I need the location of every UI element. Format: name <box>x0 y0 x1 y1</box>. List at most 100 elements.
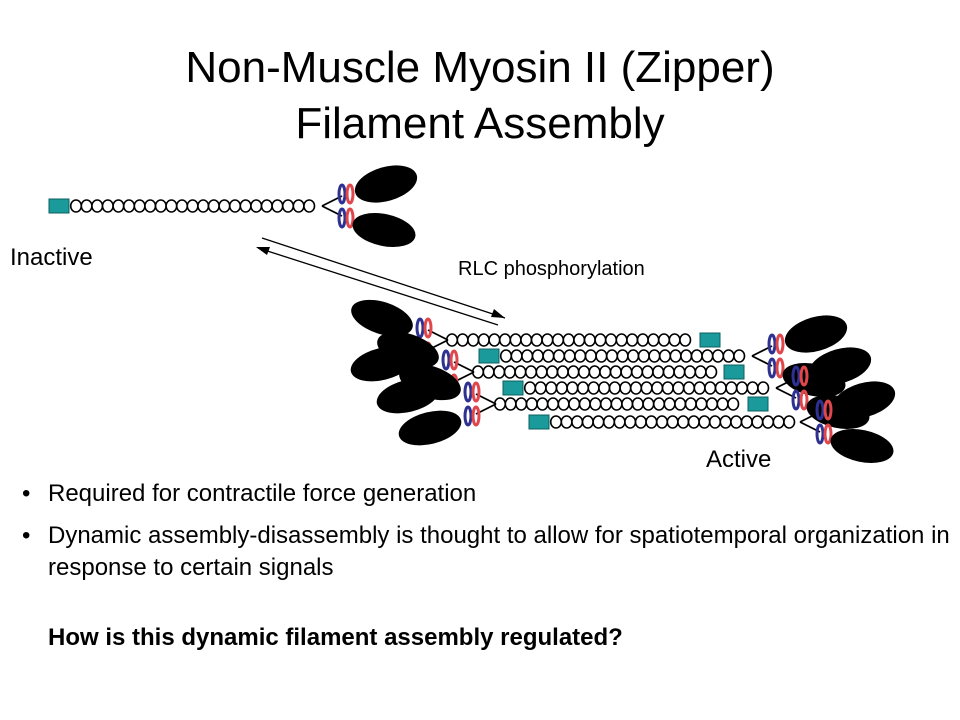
tail-coil-segment <box>673 365 686 379</box>
essential-light-chain <box>441 349 451 371</box>
myosin-head <box>352 212 416 248</box>
label-rlc-phosphorylation: RLC phosphorylation <box>458 258 645 280</box>
myosin-head <box>398 410 462 446</box>
tail-coil-segment <box>626 333 639 347</box>
tail-coil-segment <box>525 397 538 411</box>
tail-coil-segment <box>536 397 549 411</box>
tail-coil-segment <box>652 397 666 411</box>
tail-coil-segment <box>605 349 619 363</box>
tail-coil-segment <box>589 397 602 411</box>
tail-coil-segment <box>598 381 611 395</box>
coiled-coil-tail <box>499 349 746 363</box>
tail-coil-segment <box>627 349 640 363</box>
tail-coil-segment <box>705 365 718 379</box>
tail-coil-segment <box>281 199 295 213</box>
tail-coil-segment <box>733 349 746 363</box>
bullet-marker: • <box>22 522 31 549</box>
tail-coil-segment <box>250 199 263 213</box>
tail-coil-segment <box>534 381 547 395</box>
myosin-head <box>351 299 413 337</box>
tail-coil-segment <box>640 381 653 395</box>
tail-coil-segment <box>218 199 231 213</box>
tail-coil-segment <box>577 365 591 379</box>
tail-coil-segment <box>690 349 703 363</box>
tail-coil-segment <box>694 365 707 379</box>
coiled-coil-tail <box>445 333 692 347</box>
tail-coil-segment <box>645 415 658 429</box>
tail-end-cap <box>723 364 745 380</box>
essential-light-chain <box>791 365 801 387</box>
essential-light-chain <box>337 207 347 229</box>
myosin-head <box>832 381 896 419</box>
tail-coil-segment <box>651 381 664 395</box>
essential-light-chain <box>337 183 347 205</box>
tail-coil-segment <box>740 415 753 429</box>
tail-coil-segment <box>581 415 594 429</box>
tail-coil-segment <box>757 381 770 395</box>
regulatory-light-chain <box>345 207 355 229</box>
essential-light-chain <box>815 399 825 421</box>
tail-coil-segment <box>578 397 591 411</box>
tail-coil-segment <box>680 349 693 363</box>
bullet-list: • Required for contractile force generat… <box>22 478 952 594</box>
tail-coil-segment <box>207 199 220 213</box>
regulatory-light-chain <box>449 349 459 371</box>
tail-coil-segment <box>503 365 516 379</box>
tail-coil-segment <box>634 415 647 429</box>
tail-coil-segment <box>557 397 570 411</box>
tail-coil-segment <box>551 333 565 347</box>
tail-coil-segment <box>499 349 513 363</box>
tail-coil-segment <box>566 381 579 395</box>
tail-coil-segment <box>684 397 697 411</box>
tail-coil-segment <box>620 365 633 379</box>
regulatory-light-chain <box>345 183 355 205</box>
label-inactive: Inactive <box>10 244 93 271</box>
tail-coil-segment <box>556 365 569 379</box>
bullet-text: Required for contractile force generatio… <box>48 480 477 507</box>
coiled-coil-tail <box>523 381 770 395</box>
tail-coil-segment <box>663 397 676 411</box>
tail-coil-segment <box>588 365 601 379</box>
tail-coil-segment <box>631 397 644 411</box>
coiled-coil-tail <box>471 365 718 379</box>
tail-coil-segment <box>552 349 566 363</box>
myosin-molecule <box>528 381 896 464</box>
tail-coil-segment <box>630 365 644 379</box>
myosin-head <box>354 165 418 203</box>
myosin-head <box>377 331 439 369</box>
regulatory-light-chain <box>823 399 833 421</box>
tail-coil-segment <box>730 415 743 429</box>
tail-coil-segment <box>594 333 607 347</box>
tail-coil-segment <box>531 349 544 363</box>
tail-coil-segment <box>122 199 136 213</box>
myosin-head <box>784 315 848 353</box>
tail-coil-segment <box>629 381 643 395</box>
tail-coil-segment <box>456 333 469 347</box>
tail-end-cap <box>48 198 70 214</box>
tail-coil-segment <box>698 415 711 429</box>
tail-coil-segment <box>493 397 507 411</box>
tail-coil-segment <box>695 397 708 411</box>
tail-coil-segment <box>292 199 305 213</box>
tail-coil-segment <box>693 381 706 395</box>
tail-coil-segment <box>636 333 649 347</box>
essential-light-chain <box>415 317 425 339</box>
regulatory-light-chain <box>799 365 809 387</box>
essential-light-chain <box>767 357 777 379</box>
myosin-head <box>830 428 894 464</box>
tail-coil-segment <box>613 415 626 429</box>
tail-coil-segment <box>555 381 568 395</box>
tail-coil-segment <box>701 349 714 363</box>
tail-coil-segment <box>658 349 672 363</box>
tail-coil-segment <box>482 365 495 379</box>
coiled-coil-tail <box>549 415 796 429</box>
tail-coil-segment <box>186 199 199 213</box>
essential-light-chain <box>463 405 473 427</box>
tail-coil-segment <box>615 333 628 347</box>
tail-coil-segment <box>714 381 727 395</box>
tail-coil-segment <box>746 381 759 395</box>
tail-coil-segment <box>545 381 558 395</box>
tail-coil-segment <box>228 199 242 213</box>
inactive-myosin-monomer <box>48 165 418 248</box>
tail-coil-segment <box>584 349 597 363</box>
